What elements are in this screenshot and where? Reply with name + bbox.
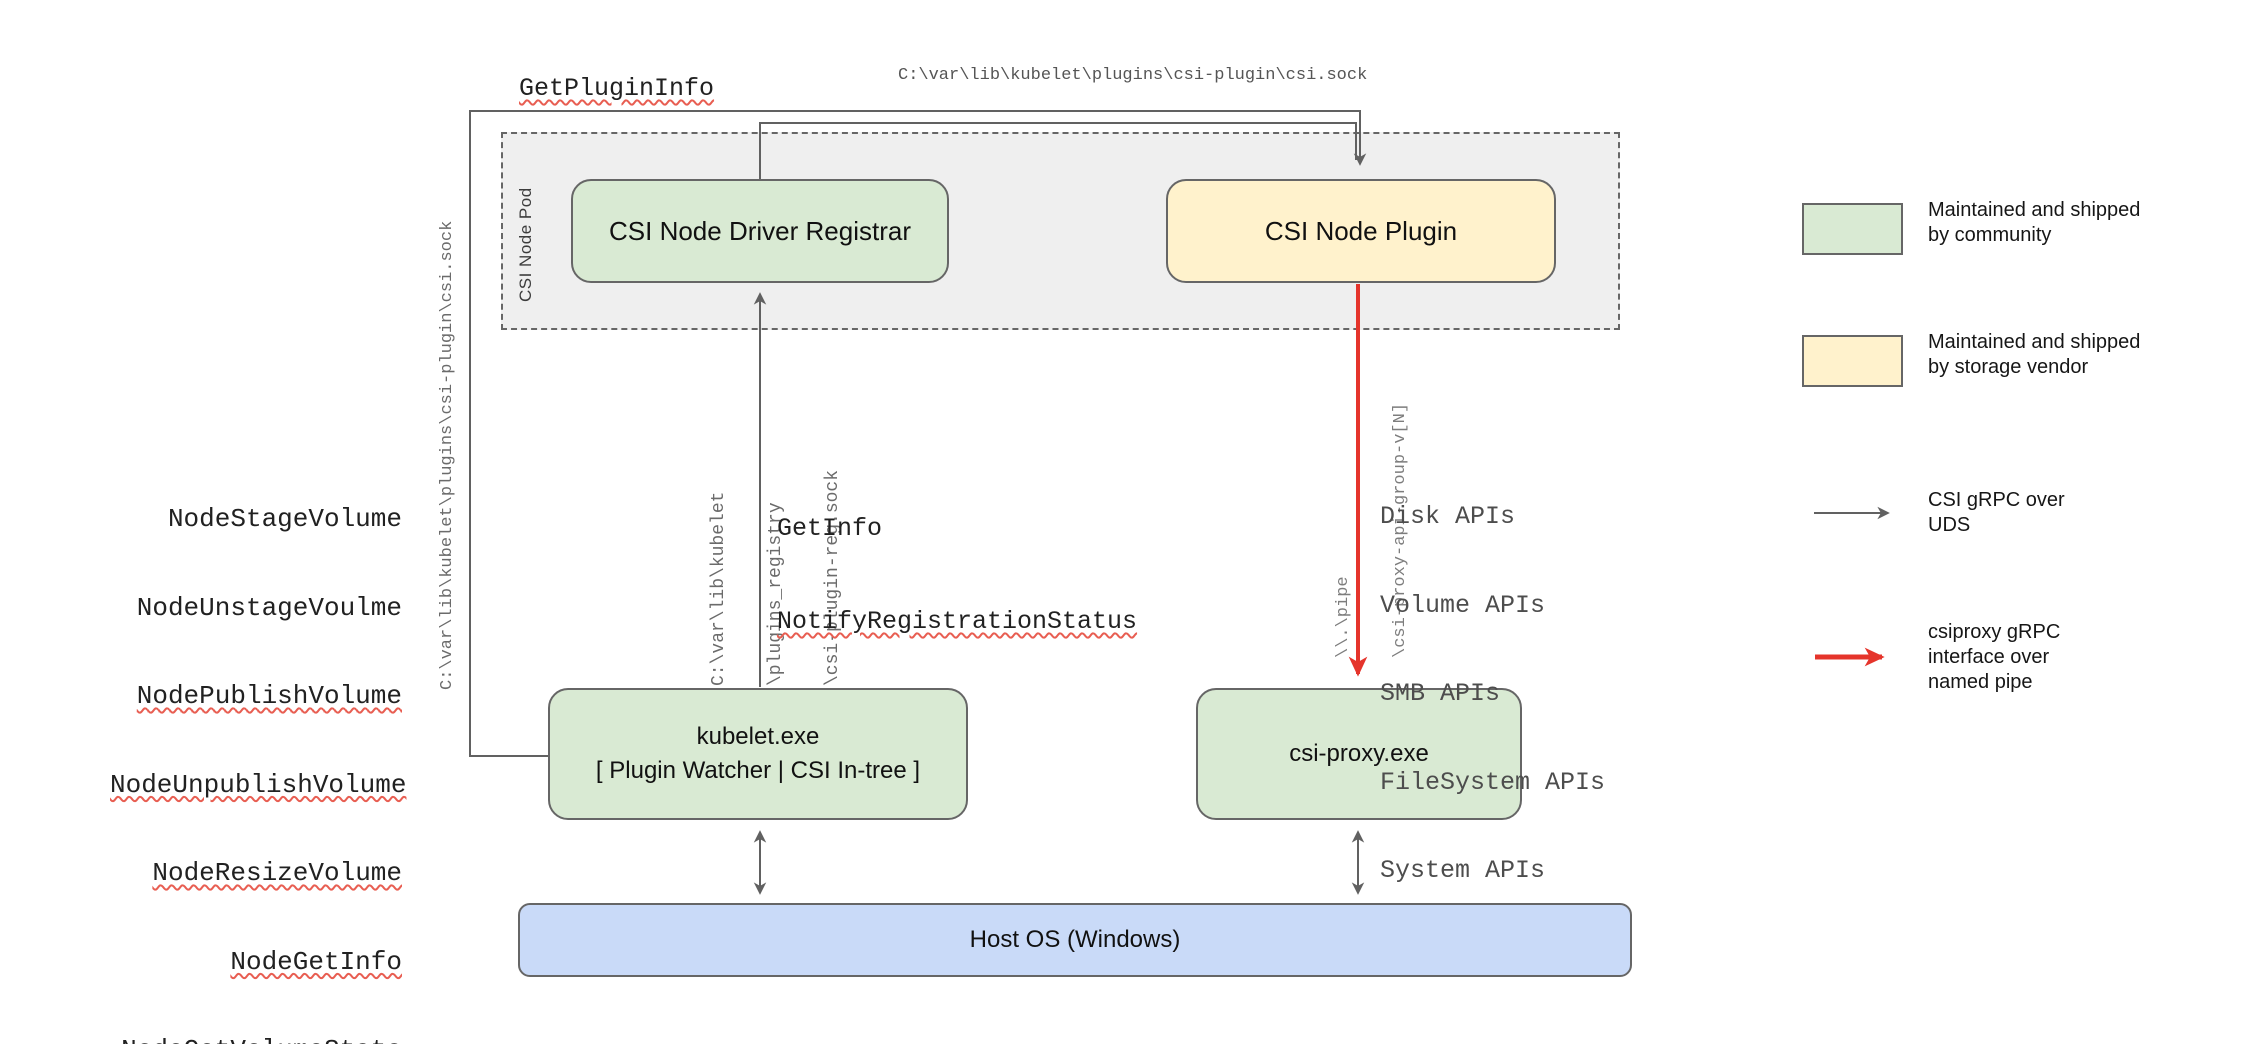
legend-line: by storage vendor — [1928, 356, 2089, 378]
proxy-api-list: Disk APIs Volume APIs SMB APIs FileSyste… — [1380, 443, 1605, 945]
legend-line: Maintained and shipped — [1928, 331, 2141, 353]
node-api-item: NodeStageVolume — [167, 504, 402, 534]
legend-namedpipe-text: csiproxy gRPC interface over named pipe — [1928, 620, 2060, 695]
legend-line: interface over — [1928, 646, 2050, 668]
kubelet-box: kubelet.exe [ Plugin Watcher | CSI In-tr… — [548, 688, 968, 820]
csi-node-driver-registrar-box: CSI Node Driver Registrar — [571, 179, 949, 283]
named-pipe-line: \\.\pipe — [1334, 576, 1353, 658]
registrar-label: CSI Node Driver Registrar — [609, 215, 911, 246]
kubelet-label-line1: kubelet.exe — [696, 723, 820, 750]
legend-community-swatch — [1802, 203, 1903, 255]
plugin-registry-sock-line: C:\var\lib\kubelet — [709, 491, 729, 686]
proxy-api-item: FileSystem APIs — [1380, 767, 1606, 797]
legend-line: by community — [1928, 224, 2052, 246]
legend-vendor-swatch — [1802, 335, 1903, 387]
csi-node-pod-label: CSI Node Pod — [516, 187, 535, 302]
host-os-label: Host OS (Windows) — [969, 926, 1181, 953]
registrar-call-item: NotifyRegistrationStatus — [777, 607, 1138, 636]
csi-sock-path-vertical-label: C:\var\lib\kubelet\plugins\csi-plugin\cs… — [438, 220, 457, 690]
node-api-item: NodeUnstageVoulme — [136, 592, 402, 623]
kubelet-label-line2: [ Plugin Watcher | CSI In-tree ] — [595, 757, 921, 784]
registrar-call-item: GetInfo — [777, 514, 883, 543]
legend-vendor-text: Maintained and shipped by storage vendor — [1928, 330, 2140, 380]
host-os-box: Host OS (Windows) — [518, 903, 1632, 977]
legend-line: named pipe — [1928, 671, 2033, 693]
node-api-list: NodeStageVolume NodeUnstageVoulme NodePu… — [110, 446, 407, 1044]
legend-community-text: Maintained and shipped by community — [1928, 198, 2140, 248]
legend-uds-text: CSI gRPC over UDS — [1928, 488, 2065, 538]
proxy-api-item: Volume APIs — [1380, 590, 1546, 620]
legend-line: CSI gRPC over — [1928, 489, 2065, 511]
node-api-item: NodeUnpublishVolume — [110, 769, 407, 800]
proxy-api-item: SMB APIs — [1380, 679, 1501, 708]
csi-node-plugin-box: CSI Node Plugin — [1166, 179, 1556, 283]
get-plugin-info-label: GetPluginInfo — [519, 74, 715, 103]
proxy-api-item: Disk APIs — [1380, 502, 1516, 531]
csi-sock-path-top-label: C:\var\lib\kubelet\plugins\csi-plugin\cs… — [898, 66, 1368, 85]
legend-line: csiproxy gRPC — [1928, 621, 2061, 643]
legend-line: UDS — [1928, 514, 1971, 536]
legend-line: Maintained and shipped — [1928, 199, 2141, 221]
node-api-item: NodeResizeVolume — [152, 858, 402, 888]
proxy-api-item: System APIs — [1380, 856, 1546, 885]
registrar-call-list: GetInfo NotifyRegistrationStatus — [777, 451, 1137, 699]
node-api-item: NodePublishVolume — [136, 681, 402, 711]
plugin-label: CSI Node Plugin — [1264, 215, 1458, 246]
node-api-item: NodeGetInfo — [230, 946, 402, 977]
node-api-item: NodeGetVolumeStats — [110, 1035, 402, 1044]
